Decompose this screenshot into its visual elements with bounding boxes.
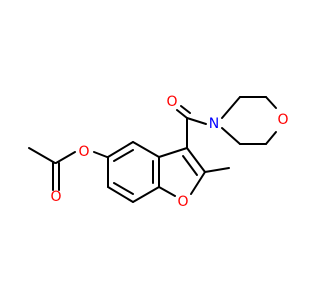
- atom-o-ester: O: [78, 144, 89, 160]
- bond-amide-c-n: [186, 117, 207, 125]
- atom-o-acetyl: O: [50, 189, 61, 205]
- bond-morph-c-o-up: [265, 96, 277, 109]
- bond-furan-c3-c2-double: [182, 155, 198, 176]
- molecule-structure: O O O O N O: [28, 94, 289, 210]
- bond-c2-methyl: [204, 167, 230, 173]
- atom-n-morpholine: N: [209, 116, 219, 132]
- bond-amide-c-o-double: [180, 105, 191, 114]
- bond-ester-o-ring: [93, 151, 108, 158]
- bond-benz-c4-c3a: [132, 141, 160, 158]
- bond-benz-inner-1: [113, 149, 134, 162]
- bond-acetyl-ester-o: [55, 151, 76, 164]
- atom-label-layer: O O O O N O: [50, 94, 288, 210]
- bond-furan-o-c7a: [158, 186, 176, 197]
- bond-furan-c3a-c3: [158, 147, 188, 158]
- bond-methyl-acetyl: [28, 147, 56, 164]
- bond-benz-c5-c4: [107, 141, 134, 158]
- bond-layer: [28, 96, 277, 203]
- bond-benz-c7a-c7: [132, 186, 160, 203]
- bond-amide-c-o: [176, 109, 188, 119]
- bond-furan-c3-c2: [186, 147, 206, 173]
- atom-o-morpholine: O: [277, 112, 288, 128]
- bond-morph-c-n-down: [221, 127, 241, 145]
- atom-o-carbonyl: O: [166, 94, 177, 110]
- bond-morph-n-c-up: [221, 96, 241, 119]
- bond-benz-inner-3: [113, 182, 134, 195]
- bond-benz-c7-c6: [107, 186, 134, 203]
- bond-furan-c2-o: [190, 171, 206, 195]
- bond-morph-o-c-down: [265, 131, 277, 145]
- atom-o-furan: O: [177, 194, 188, 210]
